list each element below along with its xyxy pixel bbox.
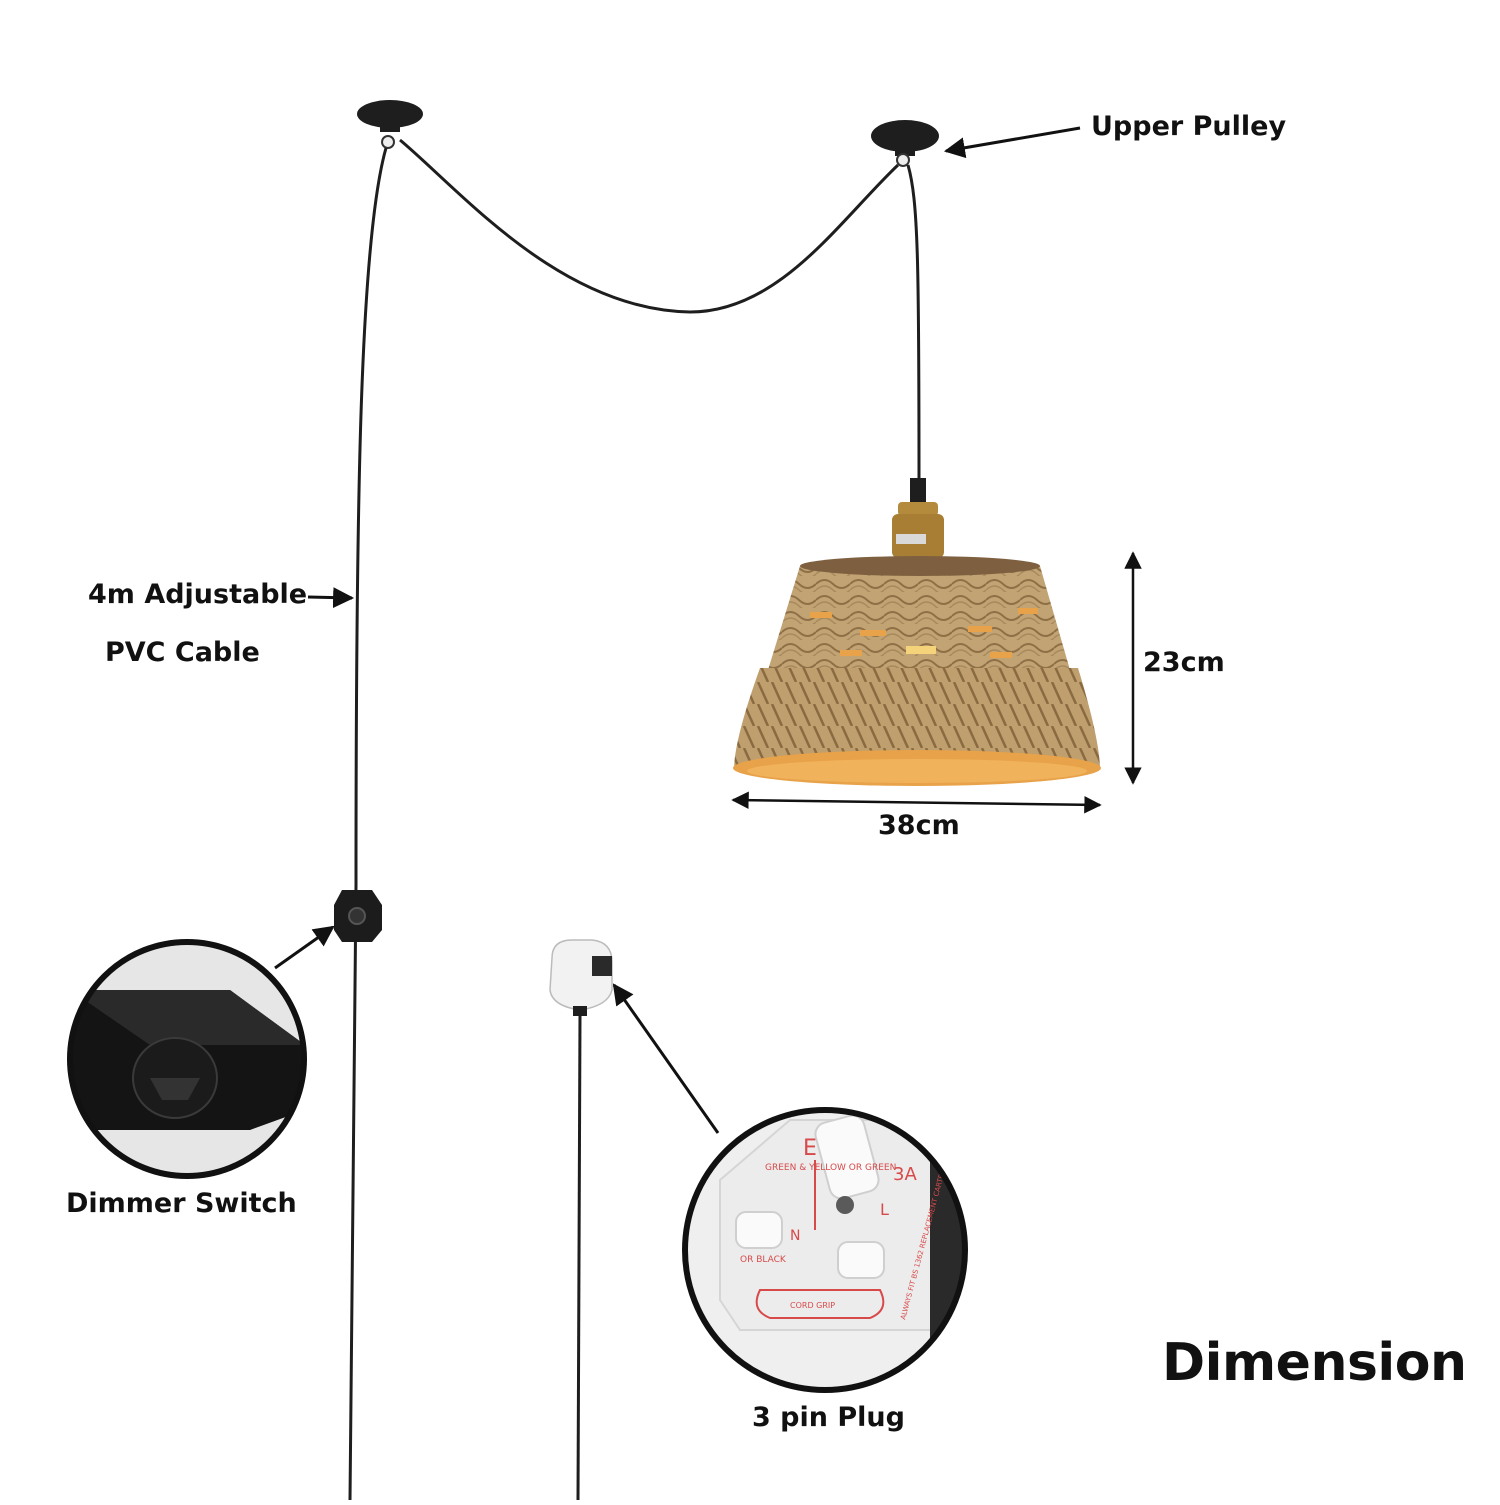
plug-cord-grip-text: CORD GRIP <box>790 1301 835 1310</box>
plug-earth-wire-text: GREEN & YELLOW OR GREEN <box>765 1163 896 1173</box>
dimmer-closeup <box>67 939 307 1179</box>
plug-label: 3 pin Plug <box>752 1402 905 1433</box>
plug-neutral-wire-text: OR BLACK <box>740 1255 787 1265</box>
cable-swag <box>399 138 900 314</box>
left-ceiling-pulley <box>357 100 423 149</box>
plug-earth-mark: E <box>803 1136 817 1161</box>
lamp-holder <box>892 478 944 558</box>
rope-pendant-shade <box>733 556 1101 786</box>
plug-live-mark: L <box>880 1200 889 1219</box>
cable-label-line2: PVC Cable <box>105 637 260 668</box>
plug-neutral-mark: N <box>790 1228 800 1244</box>
upper-pulley <box>871 120 939 167</box>
dimension-heading: Dimension <box>1162 1333 1467 1393</box>
height-label: 23cm <box>1143 647 1225 678</box>
plug-pointer <box>612 983 720 1134</box>
width-dimension-arrow <box>731 791 1102 814</box>
pendant-cable <box>906 164 921 481</box>
small-plug <box>549 939 613 1016</box>
upper-pulley-label: Upper Pulley <box>1091 111 1287 142</box>
plug-cable <box>576 1014 582 1501</box>
dimmer-pointer <box>274 925 335 970</box>
cable-pointer <box>307 587 355 609</box>
plug-closeup: E GREEN & YELLOW OR GREEN 3A L N OR BLAC… <box>682 1107 968 1393</box>
upper-pulley-pointer <box>943 126 1081 159</box>
cable-label-line1: 4m Adjustable <box>88 579 308 610</box>
inline-dimmer-switch <box>334 890 382 942</box>
dimmer-switch-label: Dimmer Switch <box>66 1188 297 1219</box>
adjustable-cable <box>348 147 388 1501</box>
width-label: 38cm <box>878 810 960 841</box>
plug-rating-mark: 3A <box>893 1164 917 1185</box>
